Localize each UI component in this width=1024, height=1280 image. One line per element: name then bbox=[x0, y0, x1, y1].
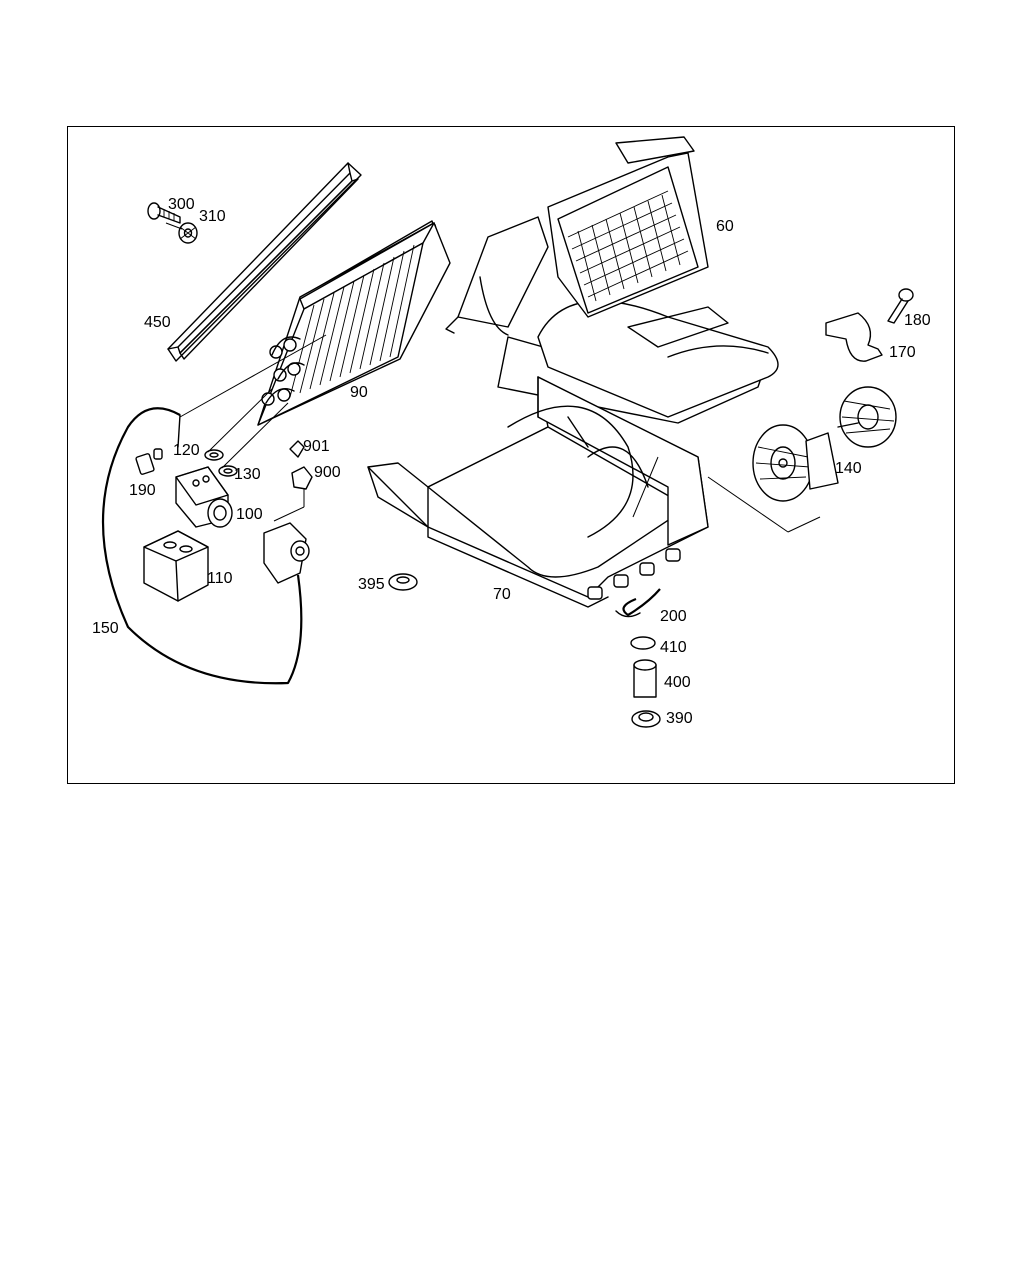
label-390: 390 bbox=[666, 710, 693, 727]
connector-190 bbox=[135, 448, 163, 475]
blower-motor-140 bbox=[752, 386, 897, 502]
cable-150 bbox=[102, 407, 303, 685]
label-310: 310 bbox=[199, 208, 226, 225]
switch-housing bbox=[263, 522, 310, 584]
upper-housing-60 bbox=[445, 136, 779, 424]
lower-housing-nozzles bbox=[587, 548, 681, 600]
plug-901 bbox=[289, 440, 305, 458]
label-110: 110 bbox=[207, 570, 233, 587]
core-pipes bbox=[261, 336, 305, 406]
housing-mesh bbox=[567, 190, 689, 302]
label-450: 450 bbox=[144, 314, 171, 331]
core-fins bbox=[289, 244, 415, 398]
evaporator-core-90 bbox=[179, 220, 451, 426]
label-395: 395 bbox=[358, 576, 385, 593]
bracket-170 bbox=[825, 312, 883, 362]
o-ring-130 bbox=[218, 465, 238, 477]
washer-310 bbox=[178, 222, 198, 244]
label-90: 90 bbox=[350, 384, 368, 401]
label-901: 901 bbox=[303, 438, 330, 455]
label-170: 170 bbox=[889, 344, 916, 361]
exploded-parts-diagram: 60 70 90 100 110 120 130 140 150 170 180… bbox=[92, 136, 931, 728]
label-120: 120 bbox=[173, 442, 200, 459]
label-300: 300 bbox=[168, 196, 195, 213]
label-60: 60 bbox=[716, 218, 734, 235]
gasket-frame-450 bbox=[167, 162, 362, 362]
label-200: 200 bbox=[660, 608, 687, 625]
screw-300 bbox=[147, 202, 181, 224]
label-100: 100 bbox=[236, 506, 263, 523]
clamp-410 bbox=[630, 636, 656, 650]
label-900: 900 bbox=[314, 464, 341, 481]
sensor-900 bbox=[273, 466, 313, 522]
label-150: 150 bbox=[92, 620, 119, 637]
screw-180 bbox=[887, 288, 914, 324]
hose-200 bbox=[615, 588, 661, 618]
expansion-valve-100 bbox=[175, 466, 233, 528]
o-ring-120 bbox=[204, 449, 224, 461]
label-410: 410 bbox=[660, 639, 687, 656]
grommet-395 bbox=[388, 573, 418, 591]
cover-block-110 bbox=[143, 530, 209, 602]
lower-housing-70 bbox=[367, 376, 789, 608]
label-400: 400 bbox=[664, 674, 691, 691]
seal-390 bbox=[631, 710, 661, 728]
label-70: 70 bbox=[493, 586, 511, 603]
label-180: 180 bbox=[904, 312, 931, 329]
sleeve-400 bbox=[633, 659, 657, 698]
label-140: 140 bbox=[835, 460, 862, 477]
label-190: 190 bbox=[129, 482, 156, 499]
label-130: 130 bbox=[234, 466, 261, 483]
diagram-frame: 60 70 90 100 110 120 130 140 150 170 180… bbox=[67, 126, 955, 784]
